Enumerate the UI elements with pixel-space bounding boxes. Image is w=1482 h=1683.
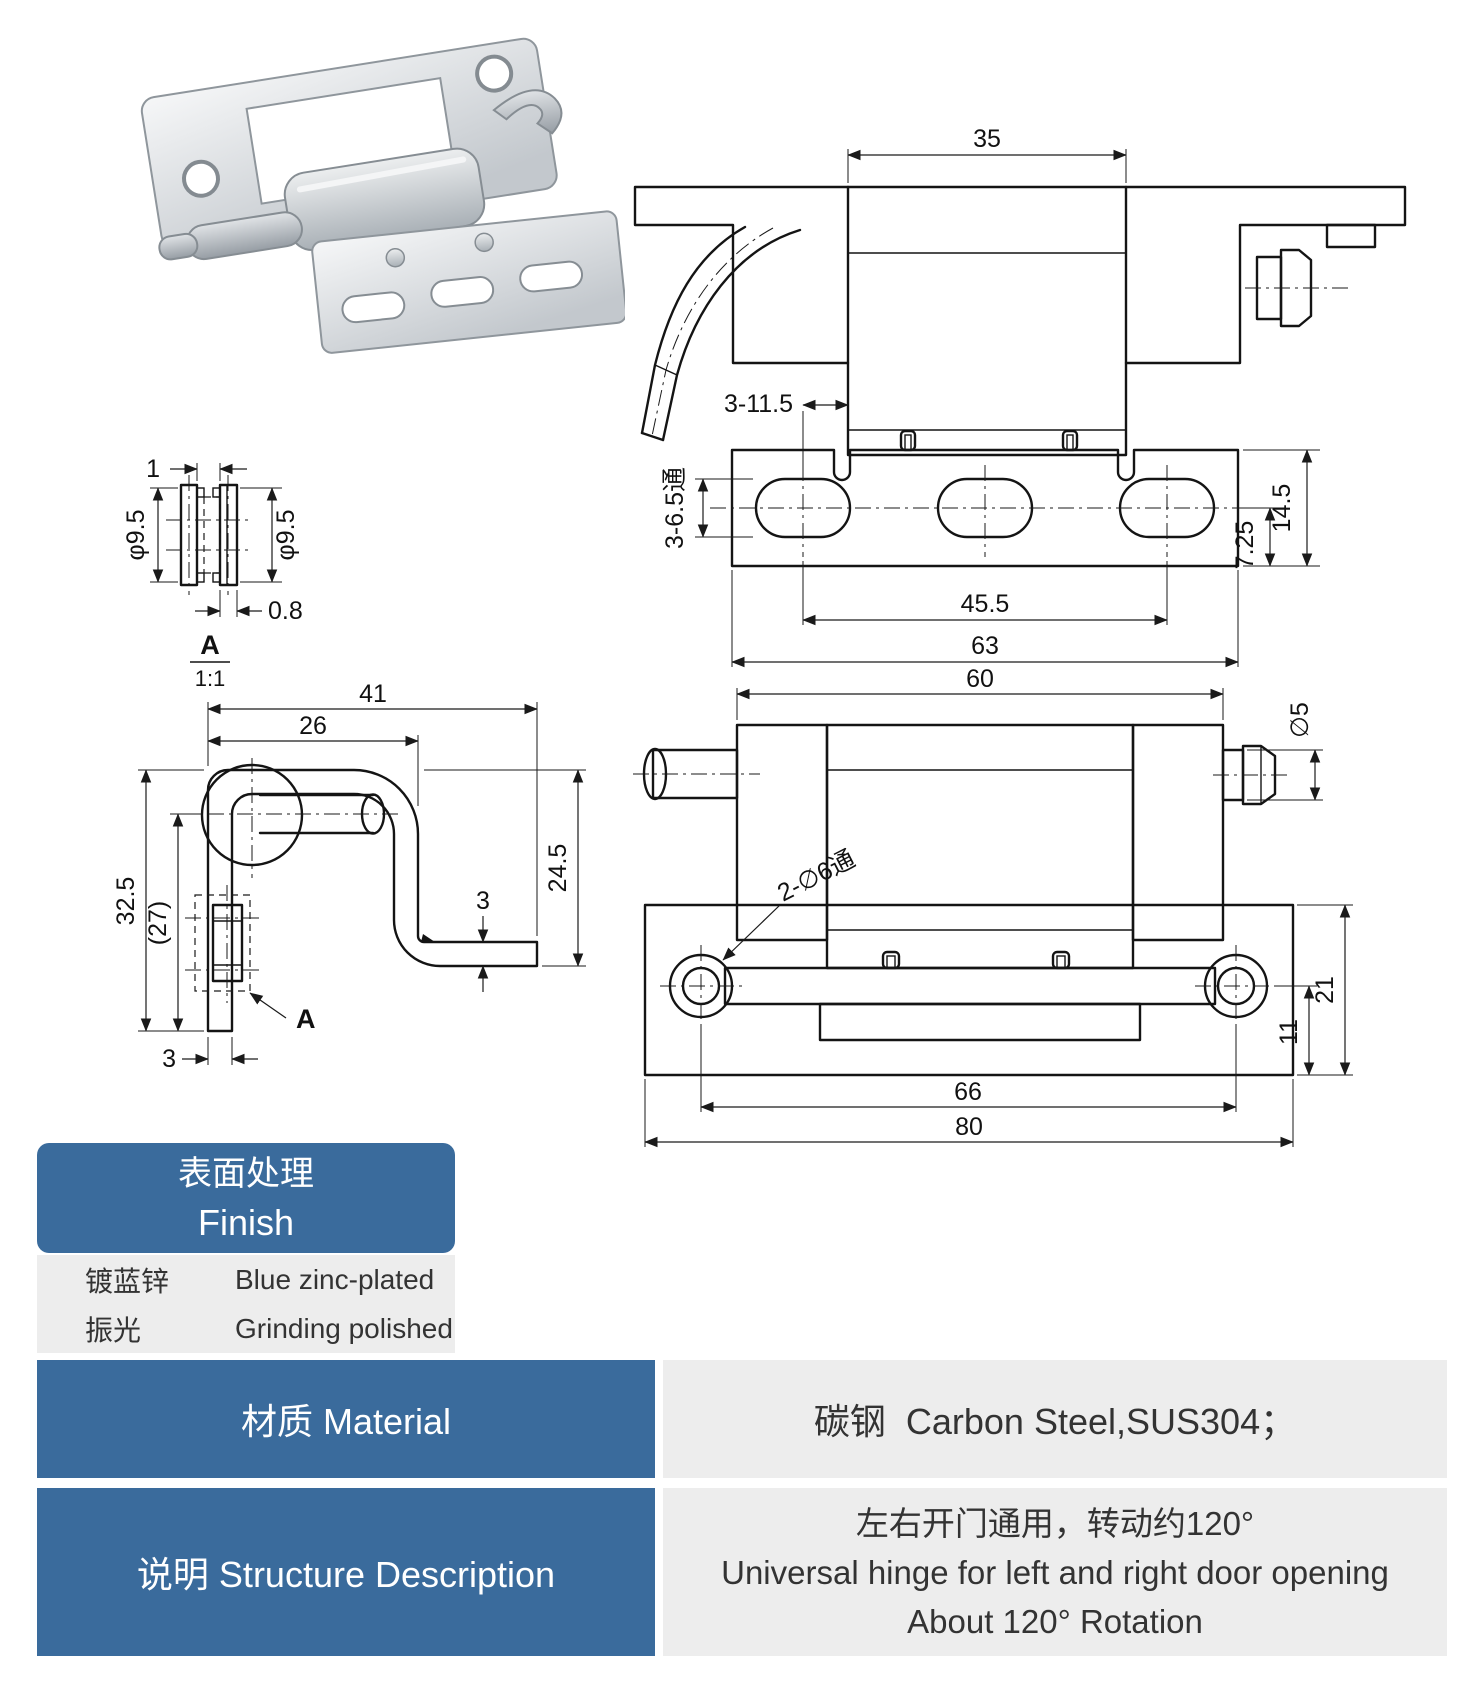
material-value-cell: 碳钢 Carbon Steel,SUS304； <box>663 1360 1447 1478</box>
dim-14-5: 14.5 <box>1268 484 1296 533</box>
top-view-flange-step <box>1325 223 1377 249</box>
photo-hook-pin <box>492 89 563 135</box>
dim-phi9-5-left: φ9.5 <box>122 510 150 561</box>
dim-11: 11 <box>1275 1019 1303 1045</box>
description-row: 说明 Structure Description 左右开门通用，转动约120° … <box>37 1488 1447 1656</box>
front-view-plate <box>643 903 1295 1077</box>
material-label: 材质 Material <box>37 1360 655 1478</box>
top-view-plate <box>730 448 1240 568</box>
description-line-2: Universal hinge for left and right door … <box>721 1553 1389 1591</box>
front-view-left-block <box>735 723 829 942</box>
top-view-clip-2 <box>1061 429 1079 452</box>
detail-a-scale: 1:1 <box>195 666 226 691</box>
material-row: 材质 Material 碳钢 Carbon Steel,SUS304； <box>37 1360 1447 1478</box>
dim-3-thickness: 3 <box>476 887 490 915</box>
description-line-1: 左右开门通用，转动约120° <box>855 1504 1255 1542</box>
hinge-photo-group <box>140 37 625 354</box>
front-view-bar <box>723 966 1217 1006</box>
dim-80: 80 <box>955 1113 983 1141</box>
dim-35: 35 <box>973 125 1001 153</box>
front-view-lower-lip <box>818 1002 1142 1042</box>
dim-2-phi6: 2-∅6通 <box>773 845 860 908</box>
description-line-3: About 120° Rotation <box>907 1602 1203 1640</box>
photo-rivet-2 <box>474 232 494 253</box>
front-view-clip-2 <box>1051 950 1071 970</box>
detail-a-label: A <box>200 630 220 660</box>
dim-24-5: 24.5 <box>544 844 572 893</box>
photo-hole-left <box>182 159 221 198</box>
finish-title-en: Finish <box>197 1202 295 1243</box>
top-view-pin-cap <box>1279 248 1313 328</box>
dim-phi5: ∅5 <box>1286 702 1314 738</box>
dim-66: 66 <box>954 1078 982 1106</box>
top-view-body <box>846 185 1128 457</box>
dim-0-8: 0.8 <box>268 597 303 625</box>
top-view-clip-2-inner <box>1066 434 1074 451</box>
finish-row-1-en: Blue zinc-plated <box>235 1263 435 1295</box>
front-view-left-pin <box>651 748 739 800</box>
dim-41: 41 <box>359 680 387 708</box>
top-view-clip-1 <box>899 429 917 452</box>
photo-pin-tip <box>158 232 199 261</box>
dim-3-6-5: 3-6.5通 <box>661 467 689 549</box>
finish-row-2-en: Grinding polished <box>235 1312 453 1344</box>
dim-21: 21 <box>1311 976 1339 1004</box>
material-value: 碳钢 Carbon Steel,SUS304； <box>813 1401 1297 1442</box>
description-value-cell: 左右开门通用，转动约120° Universal hinge for left … <box>663 1488 1447 1656</box>
dim-7-25: 7.25 <box>1231 521 1259 570</box>
finish-row-1: 镀蓝锌 Blue zinc-plated <box>37 1255 455 1304</box>
photo-knuckle-highlight <box>296 156 467 193</box>
front-view-clip-1 <box>881 950 901 970</box>
front-view-clip-1-inner <box>886 955 896 969</box>
front-view-body <box>825 723 1135 970</box>
top-view-bent-rod <box>640 225 802 442</box>
finish-row-2-zh: 振光 <box>85 1314 142 1346</box>
detail-a-drawing: 1 φ9.5 φ9.5 0.8 A 1:1 <box>122 455 303 691</box>
front-view-right-block <box>1131 723 1225 942</box>
photo-slot-3 <box>519 260 584 293</box>
dim-27: (27) <box>144 901 172 945</box>
top-view-clip-1-inner <box>904 434 912 451</box>
finish-row-1-zh: 镀蓝锌 <box>85 1265 170 1297</box>
dim-45-5: 45.5 <box>961 590 1010 618</box>
detail-left-step-top <box>196 487 205 498</box>
dim-32-5: 32.5 <box>112 877 140 926</box>
dim-60: 60 <box>966 665 994 693</box>
photo-hole-right <box>475 54 514 93</box>
side-view-drawing: 41 26 32.5 (27) 2 <box>112 680 586 1073</box>
dim-1: 1 <box>146 455 160 483</box>
side-view-label-a: A <box>296 1004 316 1034</box>
description-label: 说明 Structure Description <box>37 1488 655 1656</box>
product-photo <box>140 37 625 354</box>
top-view-right-flange <box>1124 185 1407 365</box>
dim-phi9-5-right: φ9.5 <box>272 510 300 561</box>
finish-row-2: 振光 Grinding polished <box>37 1304 455 1353</box>
finish-header: 表面处理 Finish <box>37 1143 455 1253</box>
detail-left-step-bottom <box>196 572 205 583</box>
top-view-left-flange <box>633 185 850 365</box>
finish-title-zh: 表面处理 <box>178 1155 314 1193</box>
front-view-clip-2-inner <box>1056 955 1066 969</box>
dim-3-11-5: 3-11.5 <box>724 390 793 418</box>
photo-rivet-1 <box>385 247 406 268</box>
finish-body: 镀蓝锌 Blue zinc-plated 振光 Grinding polishe… <box>37 1255 455 1353</box>
photo-slot-1 <box>341 291 406 324</box>
photo-slot-2 <box>430 276 495 308</box>
side-view-weld-mark <box>421 934 435 942</box>
dim-3-base: 3 <box>162 1045 176 1073</box>
dim-26: 26 <box>299 712 327 740</box>
dim-63: 63 <box>971 632 999 660</box>
top-view-drawing: 35 3-11.5 <box>633 125 1407 668</box>
front-view-drawing: 60 ∅5 <box>633 665 1353 1148</box>
side-view-bushing <box>194 894 251 992</box>
